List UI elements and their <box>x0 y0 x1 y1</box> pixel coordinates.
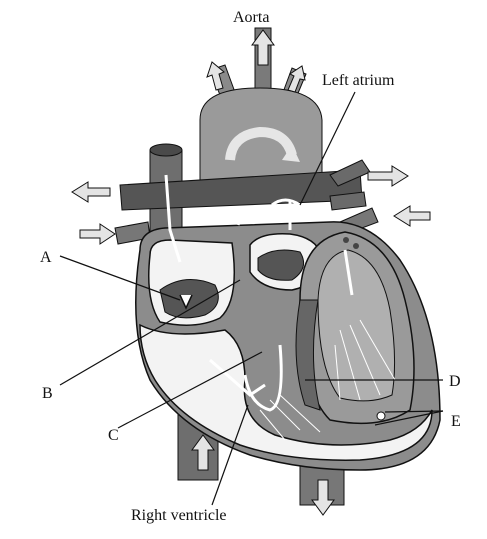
label-d: D <box>449 373 461 390</box>
right-ventricle <box>139 323 433 461</box>
label-c: C <box>108 427 119 444</box>
label-left-atrium: Left atrium <box>322 72 395 89</box>
label-a: A <box>40 249 52 266</box>
tricuspid-valve <box>179 294 193 310</box>
label-b: B <box>42 385 53 402</box>
septum <box>295 299 321 411</box>
chordae-tendineae <box>259 319 396 441</box>
left-atrium-blood <box>257 249 305 281</box>
label-aorta: Aorta <box>233 9 269 26</box>
septal-spots <box>343 237 386 421</box>
label-e: E <box>451 413 461 430</box>
leader-lines <box>59 91 444 506</box>
label-right-ventricle: Right ventricle <box>131 507 227 524</box>
flow-paths <box>164 174 354 412</box>
flow-arrows <box>71 29 431 516</box>
